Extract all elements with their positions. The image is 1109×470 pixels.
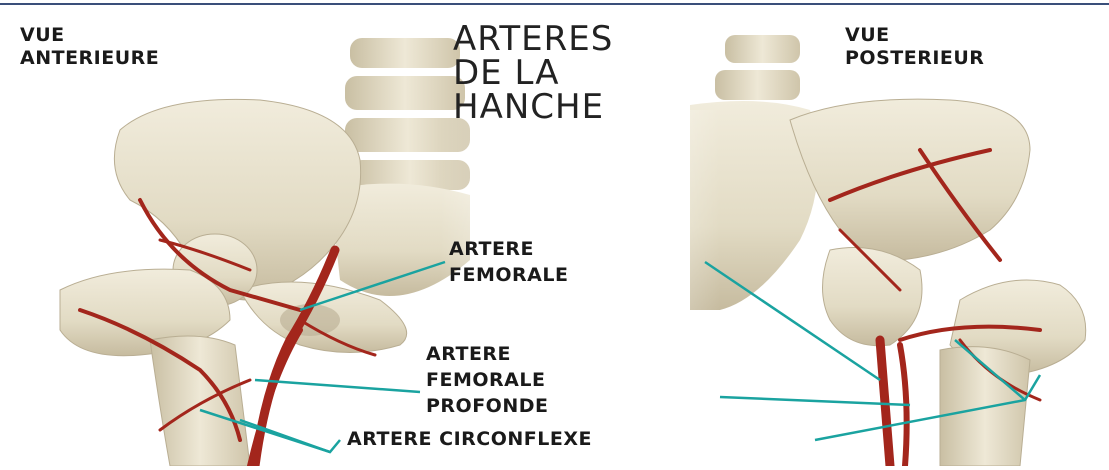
diagram-title: ARTERES DE LA HANCHE [453,22,613,124]
posterior-view-label-line-1: VUE [845,24,984,47]
title-line-1: ARTERES [453,22,613,56]
deep-femoral-label-line-2: FEMORALE [426,367,549,393]
anterior-view-label-line-2: ANTERIEURE [20,47,159,70]
anterior-deep-femoral-artery [250,330,300,466]
anterior-view-label-line-1: VUE [20,24,159,47]
posterior-ilium [790,99,1030,260]
femoral-label-line-1: ARTERE [449,236,568,262]
anterior-femur-shaft [150,336,250,466]
deep-femoral-label-line-3: PROFONDE [426,393,549,419]
center-fade [440,110,720,340]
femoral-label-line-2: FEMORALE [449,262,568,288]
title-line-3: HANCHE [453,90,613,124]
anterior-view-label: VUE ANTERIEURE [20,24,159,70]
posterior-view-label: VUE POSTERIEUR [845,24,984,70]
femoral-artery-label: ARTERE FEMORALE [449,236,568,288]
leader-deep-left [255,380,420,392]
posterior-view-label-line-2: POSTERIEUR [845,47,984,70]
title-line-2: DE LA [453,56,613,90]
deep-femoral-artery-label: ARTERE FEMORALE PROFONDE [426,341,549,419]
deep-femoral-label-line-1: ARTERE [426,341,549,367]
circumflex-label-text: ARTERE CIRCONFLEXE [347,428,592,450]
circumflex-artery-label: ARTERE CIRCONFLEXE [347,428,592,450]
